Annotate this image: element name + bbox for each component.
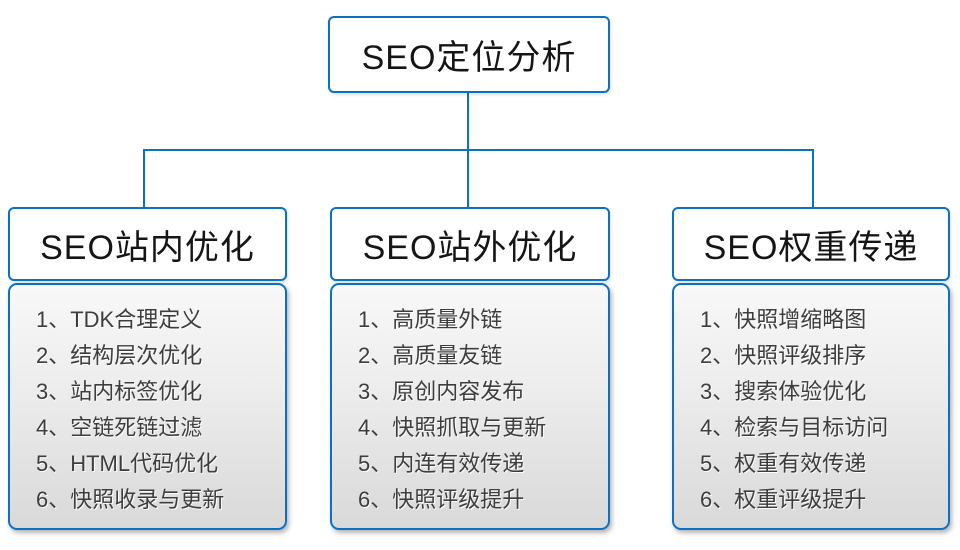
connector-horizontal-rail: [143, 149, 814, 151]
column-list-onsite: 1、TDK合理定义 2、结构层次优化 3、站内标签优化 4、空链死链过滤 5、H…: [8, 283, 287, 530]
list-item: 1、快照增缩略图: [700, 307, 867, 332]
list-item: 1、TDK合理定义: [36, 307, 203, 332]
root-node-label: SEO定位分析: [361, 39, 577, 77]
list-item: 3、搜索体验优化: [700, 379, 867, 404]
connector-drop-center: [467, 151, 469, 207]
column-list-offsite: 1、高质量外链 2、高质量友链 3、原创内容发布 4、快照抓取与更新 5、内连有…: [330, 283, 610, 530]
connector-drop-right: [812, 151, 814, 207]
list-item: 6、权重评级提升: [700, 487, 867, 512]
list-item: 2、高质量友链: [358, 343, 503, 368]
list-item: 6、快照收录与更新: [36, 487, 225, 512]
list-item: 3、原创内容发布: [358, 379, 525, 404]
list-item: 3、站内标签优化: [36, 379, 203, 404]
connector-root-vertical: [467, 93, 469, 150]
list-item: 1、高质量外链: [358, 307, 503, 332]
list-item: 4、检索与目标访问: [700, 415, 889, 440]
list-item: 2、结构层次优化: [36, 343, 203, 368]
list-item: 5、权重有效传递: [700, 451, 867, 476]
connector-drop-left: [143, 151, 145, 207]
list-item: 6、快照评级提升: [358, 487, 525, 512]
list-item: 2、快照评级排序: [700, 343, 867, 368]
column-list-weight: 1、快照增缩略图 2、快照评级排序 3、搜索体验优化 4、检索与目标访问 5、权…: [672, 283, 950, 530]
root-node: SEO定位分析: [328, 16, 610, 93]
column-header-label: SEO权重传递: [703, 228, 919, 267]
list-item: 5、HTML代码优化: [36, 451, 219, 476]
column-header-offsite: SEO站外优化: [330, 207, 610, 281]
column-header-label: SEO站内优化: [40, 228, 255, 267]
column-header-label: SEO站外优化: [362, 228, 578, 267]
list-item: 4、空链死链过滤: [36, 415, 203, 440]
list-item: 5、内连有效传递: [358, 451, 525, 476]
column-header-weight: SEO权重传递: [672, 207, 950, 281]
column-header-onsite: SEO站内优化: [8, 207, 287, 281]
list-item: 4、快照抓取与更新: [358, 415, 547, 440]
